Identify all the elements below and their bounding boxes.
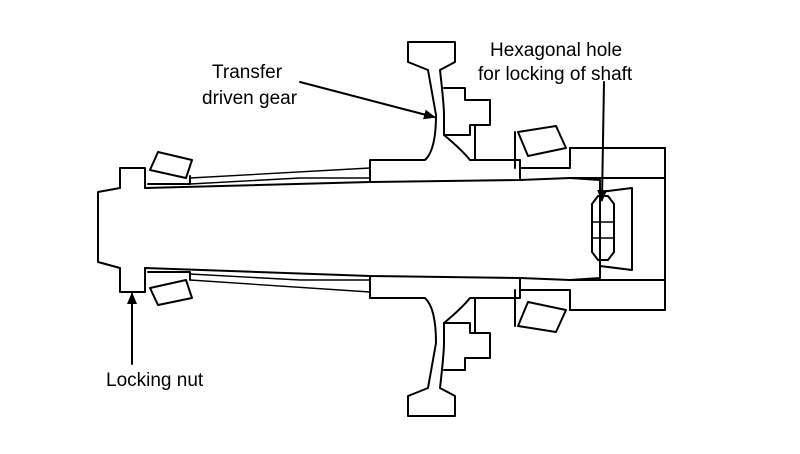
locking-nut-bottom <box>119 267 146 293</box>
arrow-transfer-gear <box>299 81 436 120</box>
label-hex-hole-line2: for locking of shaft <box>478 64 633 85</box>
right-bearing-bottom <box>514 289 567 333</box>
right-bearing-top <box>514 125 567 169</box>
left-bearing-bottom <box>147 271 193 306</box>
shaft-body <box>97 147 666 311</box>
label-hex-hole-line1: Hexagonal hole <box>490 40 622 61</box>
label-transfer-gear-line2: driven gear <box>202 88 298 109</box>
label-locking-nut: Locking nut <box>106 370 204 391</box>
label-transfer-gear-line1: Transfer <box>212 62 283 83</box>
hexagonal-hole <box>569 177 633 281</box>
transfer-driven-gear <box>369 41 521 417</box>
arrow-hex-hole <box>597 81 608 202</box>
left-bearing-top <box>147 151 193 185</box>
locking-nut-top <box>119 167 146 189</box>
